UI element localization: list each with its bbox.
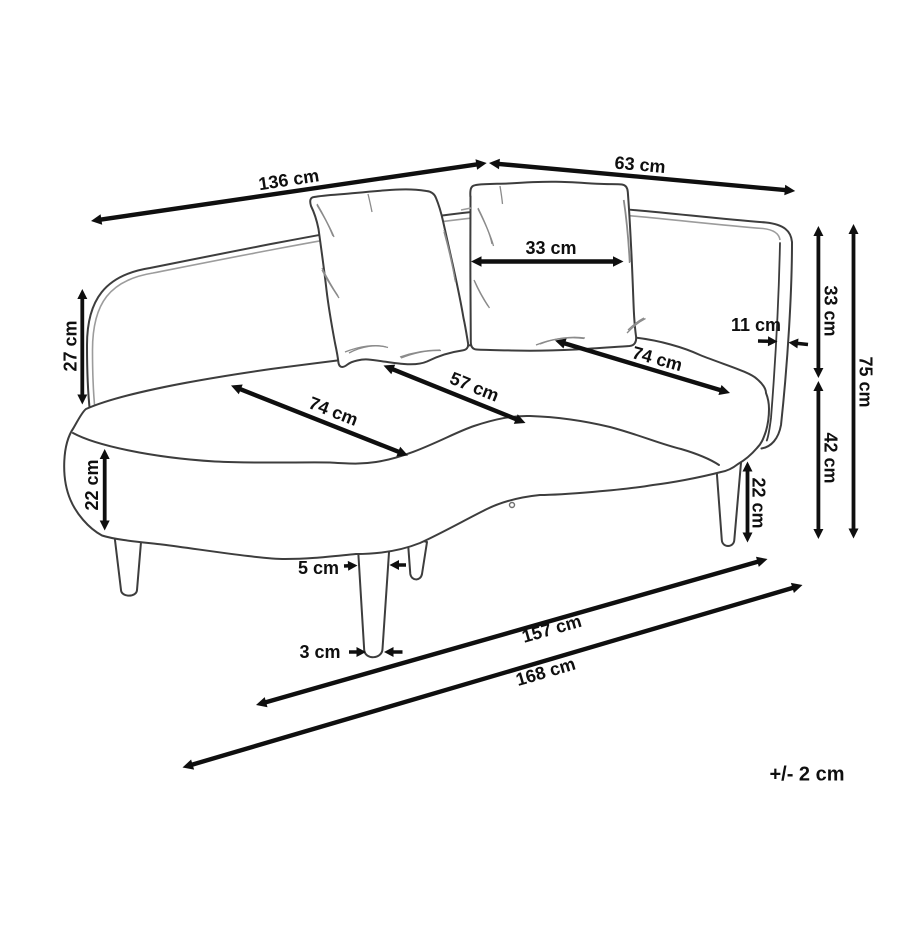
svg-text:22 cm: 22 cm [82, 459, 102, 510]
svg-text:42 cm: 42 cm [820, 432, 840, 483]
svg-text:33 cm: 33 cm [820, 285, 840, 336]
svg-text:5 cm: 5 cm [298, 558, 339, 578]
svg-text:3 cm: 3 cm [299, 642, 340, 662]
svg-text:75 cm: 75 cm [855, 356, 875, 407]
svg-text:157 cm: 157 cm [520, 611, 584, 647]
svg-text:22 cm: 22 cm [748, 477, 768, 528]
svg-text:33 cm: 33 cm [525, 238, 576, 258]
svg-text:27 cm: 27 cm [60, 320, 80, 371]
svg-text:+/- 2 cm: +/- 2 cm [769, 763, 844, 785]
svg-text:11 cm: 11 cm [731, 315, 781, 335]
